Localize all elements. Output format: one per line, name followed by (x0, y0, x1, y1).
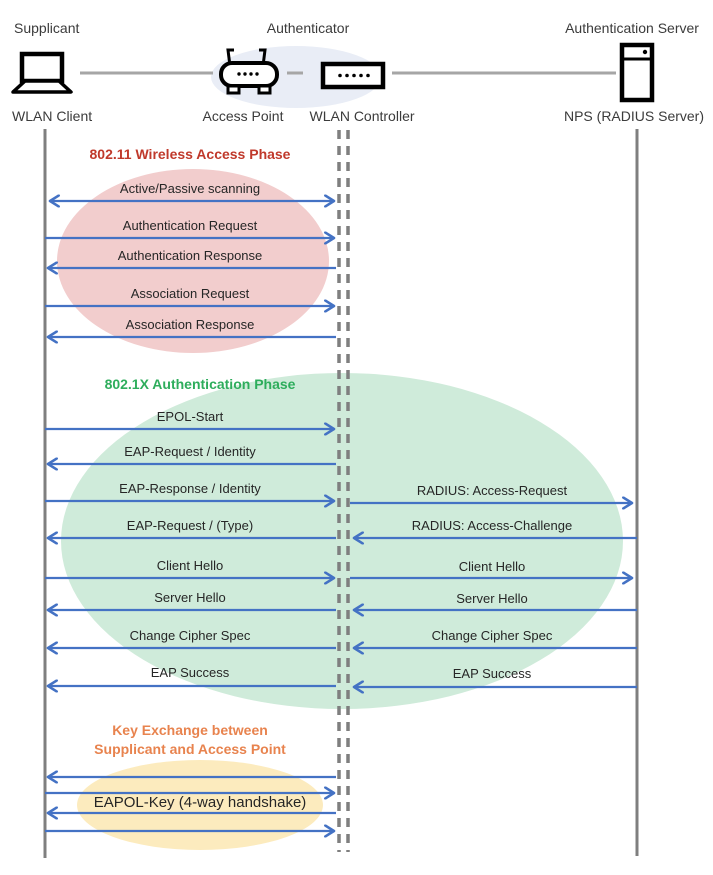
message-label: Association Request (130, 286, 250, 301)
message-label: EPOL-Start (156, 409, 224, 424)
role-authentication-server: Authentication Server (565, 20, 699, 36)
message-label: Client Hello (458, 559, 526, 574)
wlan-controller-icon (320, 61, 386, 90)
message-label: Authentication Response (117, 248, 263, 263)
message-label: EAPOL-Key (4-way handshake) (93, 794, 307, 811)
message-label: Authentication Request (122, 218, 258, 233)
message-label: EAP-Response / Identity (119, 481, 261, 496)
message-label: EAP Success (150, 665, 230, 680)
phase2-ellipse (61, 373, 623, 709)
role-supplicant: Supplicant (14, 20, 80, 36)
phase2-title: 802.1X Authentication Phase (104, 376, 296, 392)
device-access-point: Access Point (202, 108, 284, 124)
device-wlan-controller: WLAN Controller (309, 108, 415, 124)
device-wlan-client: WLAN Client (12, 108, 93, 124)
role-authenticator: Authenticator (266, 20, 350, 36)
message-label: EAP-Request / Identity (124, 444, 256, 459)
device-nps: NPS (RADIUS Server) (563, 108, 705, 124)
message-label: Change Cipher Spec (431, 628, 553, 643)
phase3-ellipse (77, 760, 323, 850)
phase1-title: 802.11 Wireless Access Phase (89, 146, 291, 162)
message-label: Server Hello (154, 590, 226, 605)
phase1-arrows (45, 201, 336, 337)
laptop-icon (11, 51, 73, 94)
message-label: Active/Passive scanning (119, 181, 261, 196)
access-point-icon (219, 48, 279, 95)
message-label: Change Cipher Spec (129, 628, 251, 643)
phase3-title-line1: Key Exchange between (112, 722, 268, 738)
message-label: Client Hello (156, 558, 224, 573)
message-label: RADIUS: Access-Request (416, 483, 568, 498)
message-label: Association Response (125, 317, 255, 332)
phase2-arrows (45, 429, 637, 687)
phase3-arrows (45, 777, 336, 831)
message-label: EAP Success (452, 666, 532, 681)
message-label: EAP-Request / (Type) (126, 518, 254, 533)
controller-lifeline-dashed (337, 130, 350, 852)
message-label: Server Hello (456, 591, 528, 606)
server-icon (619, 42, 655, 103)
message-label: RADIUS: Access-Challenge (411, 518, 573, 533)
phase3-title-line2: Supplicant and Access Point (94, 741, 286, 757)
